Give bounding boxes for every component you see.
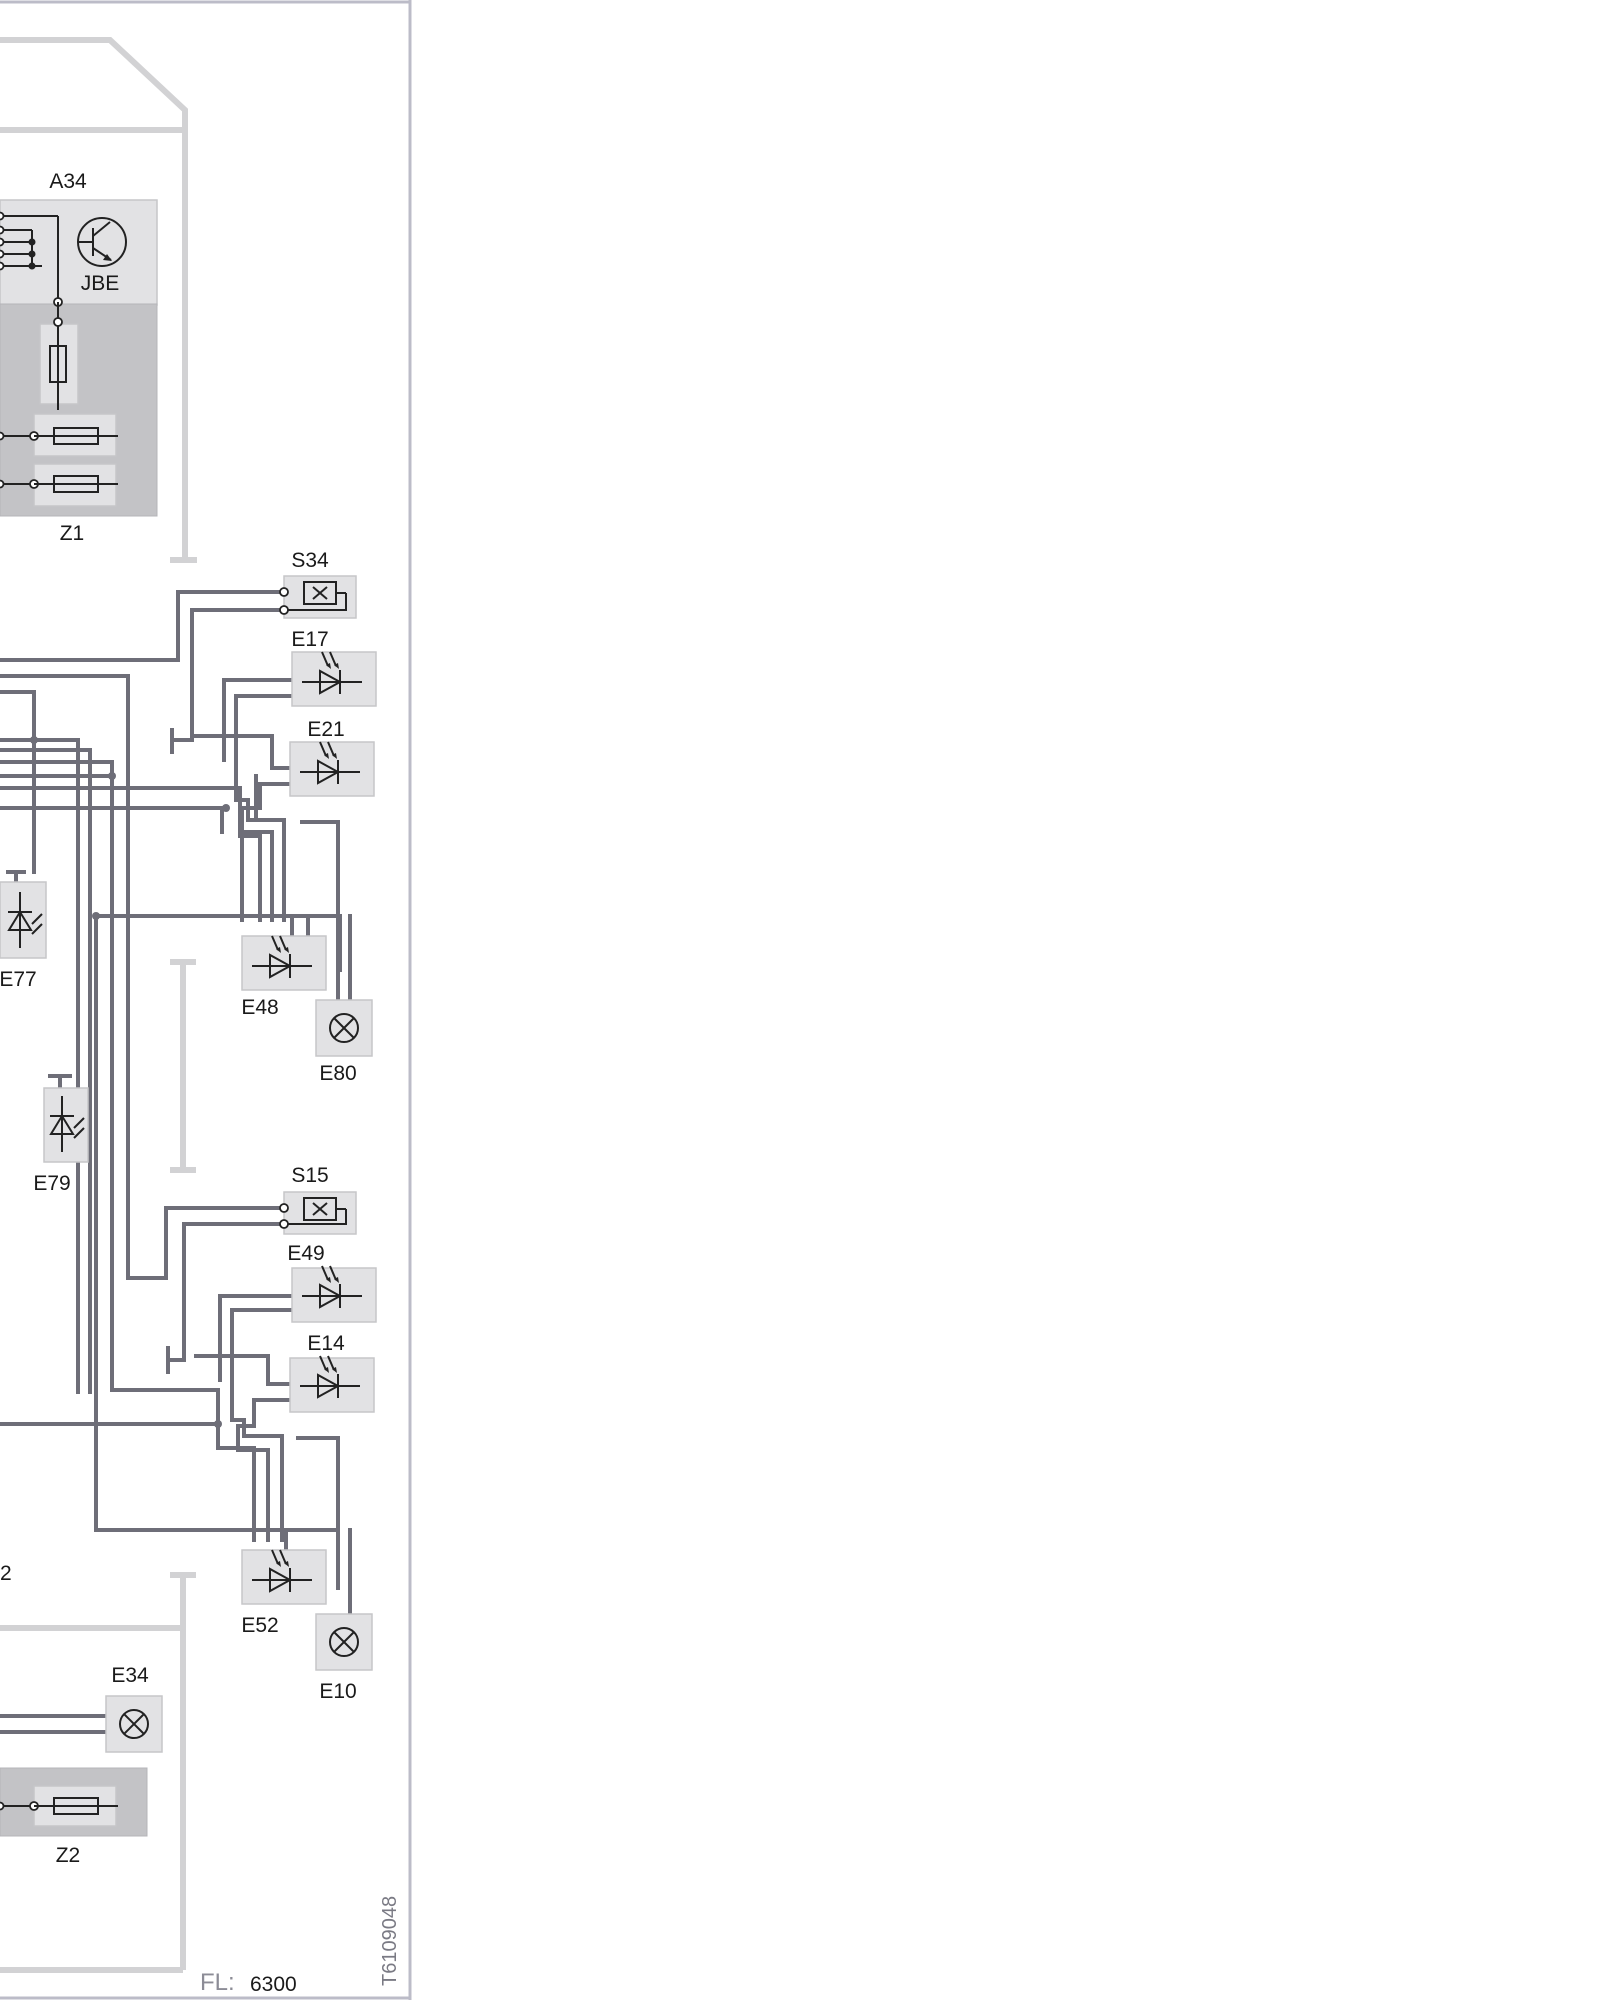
label-a34: A34 bbox=[49, 170, 87, 193]
component-e17: E17 bbox=[291, 628, 377, 707]
jbe-connector-pins bbox=[0, 211, 63, 307]
fuse-icon bbox=[0, 413, 119, 457]
label-e17: E17 bbox=[291, 628, 328, 651]
label-e49: E49 bbox=[287, 1242, 324, 1265]
component-e79: E79 bbox=[33, 1074, 89, 1195]
border-frame bbox=[0, 0, 412, 2000]
label-s34: S34 bbox=[291, 549, 329, 572]
component-e10: E10 bbox=[315, 1613, 373, 1703]
footer: FL: 6300 T6109048 bbox=[200, 1896, 401, 1996]
label-e10: E10 bbox=[319, 1680, 356, 1703]
wiring-upper bbox=[0, 590, 352, 1532]
component-s15: S15 bbox=[279, 1164, 357, 1235]
label-e79: E79 bbox=[33, 1172, 70, 1195]
label-partial: 2 bbox=[0, 1562, 12, 1585]
module-a34: A34 JBE Z1 bbox=[0, 170, 158, 545]
fl-prefix: FL: bbox=[200, 1969, 235, 1996]
label-e48: E48 bbox=[241, 996, 278, 1019]
label-e52: E52 bbox=[241, 1614, 278, 1637]
component-e77: E77 bbox=[0, 870, 47, 991]
fuse-icon bbox=[0, 463, 119, 507]
label-jbe: JBE bbox=[81, 272, 120, 295]
component-e21: E21 bbox=[289, 718, 375, 797]
fuse-carrier-z2: Z2 bbox=[0, 1767, 148, 1867]
component-e80: E80 bbox=[315, 999, 373, 1085]
label-e80: E80 bbox=[319, 1062, 356, 1085]
label-e77: E77 bbox=[0, 968, 37, 991]
wiring-lower bbox=[0, 1090, 352, 1620]
component-e49: E49 bbox=[287, 1242, 377, 1323]
jbe-housing bbox=[0, 199, 158, 306]
label-s15: S15 bbox=[291, 1164, 328, 1187]
image-code: T6109048 bbox=[379, 1896, 401, 1986]
fuse-icon bbox=[39, 302, 79, 410]
label-z1: Z1 bbox=[60, 522, 85, 545]
label-e14: E14 bbox=[307, 1332, 345, 1355]
label-e21: E21 bbox=[307, 718, 344, 741]
label-e34: E34 bbox=[111, 1664, 149, 1687]
label-z2: Z2 bbox=[56, 1844, 81, 1867]
component-e14: E14 bbox=[289, 1332, 375, 1413]
component-e52: E52 bbox=[241, 1549, 327, 1637]
vehicle-outline bbox=[0, 37, 197, 1973]
component-s34: S34 bbox=[279, 549, 357, 619]
component-e34: E34 bbox=[0, 1664, 163, 1753]
transistor-icon bbox=[77, 217, 127, 267]
fl-value: 6300 bbox=[250, 1973, 297, 1996]
component-e48: E48 bbox=[241, 935, 327, 1019]
